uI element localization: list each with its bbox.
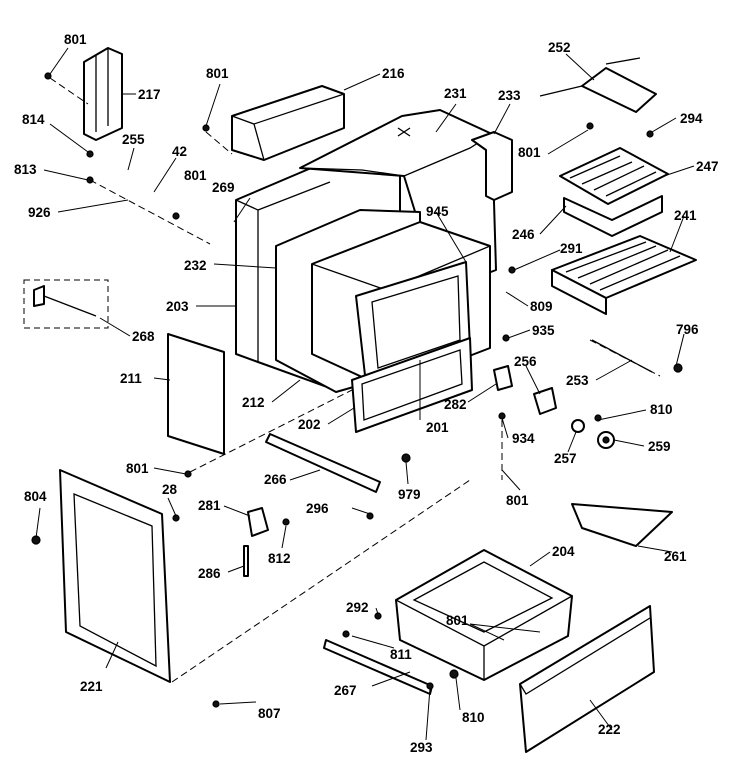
part-221-oven-door <box>59 469 171 683</box>
label-926: 926 <box>28 205 51 220</box>
label-247: 247 <box>696 159 719 174</box>
part-261-shield <box>571 503 673 547</box>
label-796: 796 <box>676 322 699 337</box>
label-801-d: 801 <box>518 145 541 160</box>
label-801-f: 801 <box>506 493 529 508</box>
leader-lines <box>35 47 695 741</box>
label-257: 257 <box>554 451 577 466</box>
part-241-oven-rack <box>551 235 697 315</box>
part-204-storage-drawer <box>395 549 573 681</box>
label-266: 266 <box>264 472 287 487</box>
label-42: 42 <box>172 144 187 159</box>
part-202-front-frame <box>351 337 473 433</box>
label-246: 246 <box>512 227 535 242</box>
label-294: 294 <box>680 111 703 126</box>
part-233-vent-duct <box>471 131 513 201</box>
label-269: 269 <box>212 180 235 195</box>
label-934: 934 <box>512 431 535 446</box>
label-281: 281 <box>198 498 221 513</box>
label-212: 212 <box>242 395 265 410</box>
label-233: 233 <box>498 88 521 103</box>
label-979: 979 <box>398 487 421 502</box>
part-246-broiler-pan <box>563 195 663 237</box>
part-256-thermostat-bulb <box>533 387 557 415</box>
label-221: 221 <box>80 679 103 694</box>
part-211-side-panel <box>167 333 225 455</box>
label-809: 809 <box>530 299 553 314</box>
label-232: 232 <box>184 258 207 273</box>
label-216: 216 <box>382 66 405 81</box>
label-268: 268 <box>132 329 155 344</box>
label-801-g: 801 <box>446 613 469 628</box>
label-804: 804 <box>24 489 47 504</box>
label-28: 28 <box>162 482 178 497</box>
label-201: 201 <box>426 420 449 435</box>
label-801-b: 801 <box>206 66 229 81</box>
label-282: 282 <box>444 397 467 412</box>
label-253: 253 <box>566 373 589 388</box>
part-257-sensor <box>571 419 585 433</box>
callout-labels: 801 217 814 255 42 813 926 801 216 801 2… <box>14 32 719 755</box>
label-814: 814 <box>22 112 45 127</box>
screw-markers <box>31 72 683 708</box>
label-296: 296 <box>306 501 329 516</box>
part-266-door-rail <box>265 433 381 493</box>
part-282-clip <box>493 365 513 391</box>
part-247-broiler-grid <box>559 147 669 205</box>
part-268-hinge-assembly <box>23 279 109 329</box>
label-241: 241 <box>674 208 697 223</box>
part-217-side-bracket <box>83 47 123 141</box>
label-231: 231 <box>444 86 467 101</box>
label-810-b: 810 <box>462 710 485 725</box>
label-807: 807 <box>258 706 281 721</box>
label-801-a: 801 <box>64 32 87 47</box>
label-202: 202 <box>298 417 321 432</box>
label-261: 261 <box>664 549 687 564</box>
label-291: 291 <box>560 241 583 256</box>
label-945: 945 <box>426 204 449 219</box>
part-286-spring <box>243 545 249 577</box>
part-222-drawer-front <box>519 605 655 753</box>
part-281-hinge <box>247 507 269 537</box>
label-810-a: 810 <box>650 402 673 417</box>
label-292: 292 <box>346 600 369 615</box>
label-203: 203 <box>166 299 189 314</box>
part-216-top-panel <box>231 85 345 161</box>
label-217: 217 <box>138 87 161 102</box>
label-252: 252 <box>548 40 571 55</box>
label-259: 259 <box>648 439 671 454</box>
label-812: 812 <box>268 551 291 566</box>
label-255: 255 <box>122 132 145 147</box>
label-222: 222 <box>598 722 621 737</box>
label-256: 256 <box>514 354 537 369</box>
label-211: 211 <box>120 371 142 386</box>
label-801-e: 801 <box>126 461 149 476</box>
label-813: 813 <box>14 162 37 177</box>
label-267: 267 <box>334 683 357 698</box>
label-293: 293 <box>410 740 433 755</box>
part-252-broil-element <box>539 57 657 113</box>
label-811: 811 <box>390 647 412 662</box>
label-204: 204 <box>552 544 575 559</box>
part-259-knob <box>597 431 615 449</box>
label-935: 935 <box>532 323 555 338</box>
label-801-c: 801 <box>184 168 207 183</box>
label-286: 286 <box>198 566 221 581</box>
